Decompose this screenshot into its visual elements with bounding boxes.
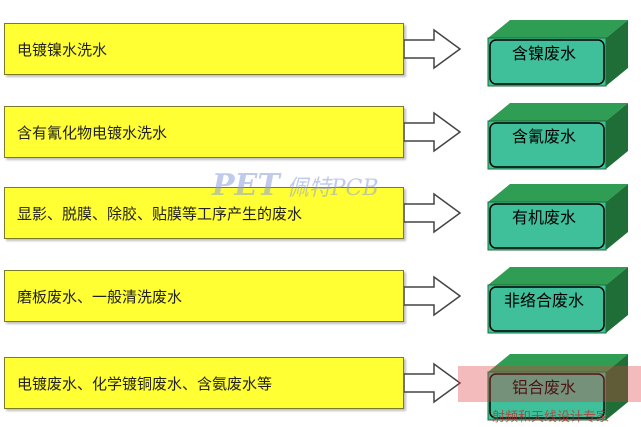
arrow-icon [404,362,462,404]
bin-icon [487,20,628,87]
bin-label: 铝合废水 [488,374,600,402]
watermark2-text: 射频和天线设计专家 [492,410,610,425]
bin-label: 含氰废水 [511,127,576,146]
arrow-icon [404,111,462,153]
source-box: 含有氰化物电镀水洗水 [4,106,404,158]
watermark-text: 佩特PCB [286,176,379,201]
source-label: 显影、脱膜、除胶、贴膜等工序产生的废水 [17,205,303,223]
bin-label: 含镍废水 [511,44,576,63]
arrow-icon [404,275,462,317]
watermark-2: 射频和天线设计专家 [458,366,641,427]
source-box: 显影、脱膜、除胶、贴膜等工序产生的废水 [4,187,404,239]
source-box: 电镀镍水洗水 [4,23,404,75]
arrow-icon [404,28,462,70]
row-2: 显影、脱膜、除胶、贴膜等工序产生的废水 有机废水 [0,182,641,252]
source-box: 磨板废水、一般清洗废水 [4,270,404,322]
source-label: 磨板废水、一般清洗废水 [17,288,183,306]
bin-label: 非络合废水 [503,291,584,310]
source-label: 电镀废水、化学镀铜废水、含氨废水等 [17,375,273,393]
watermark-logo-icon [458,366,641,402]
row-4: 电镀废水、化学镀铜废水、含氨废水等 铝合废水 [0,352,641,422]
bin-icon [487,354,628,421]
arrow-icon [404,192,462,234]
watermark: PET 佩特PCB [212,168,379,203]
source-label: 电镀镍水洗水 [17,41,108,59]
row-3: 磨板废水、一般清洗废水 非络合废水 [0,265,641,335]
bin-icon [487,184,628,251]
bin-icon [487,103,628,170]
source-label: 含有氰化物电镀水洗水 [17,124,168,142]
bin-label: 有机废水 [511,208,576,227]
watermark-logo: PET [212,168,280,203]
source-box: 电镀废水、化学镀铜废水、含氨废水等 [4,357,404,409]
bin-icon [487,267,628,334]
row-1: 含有氰化物电镀水洗水 含氰废水 [0,101,641,171]
row-0: 电镀镍水洗水 含镍废水 [0,18,641,88]
